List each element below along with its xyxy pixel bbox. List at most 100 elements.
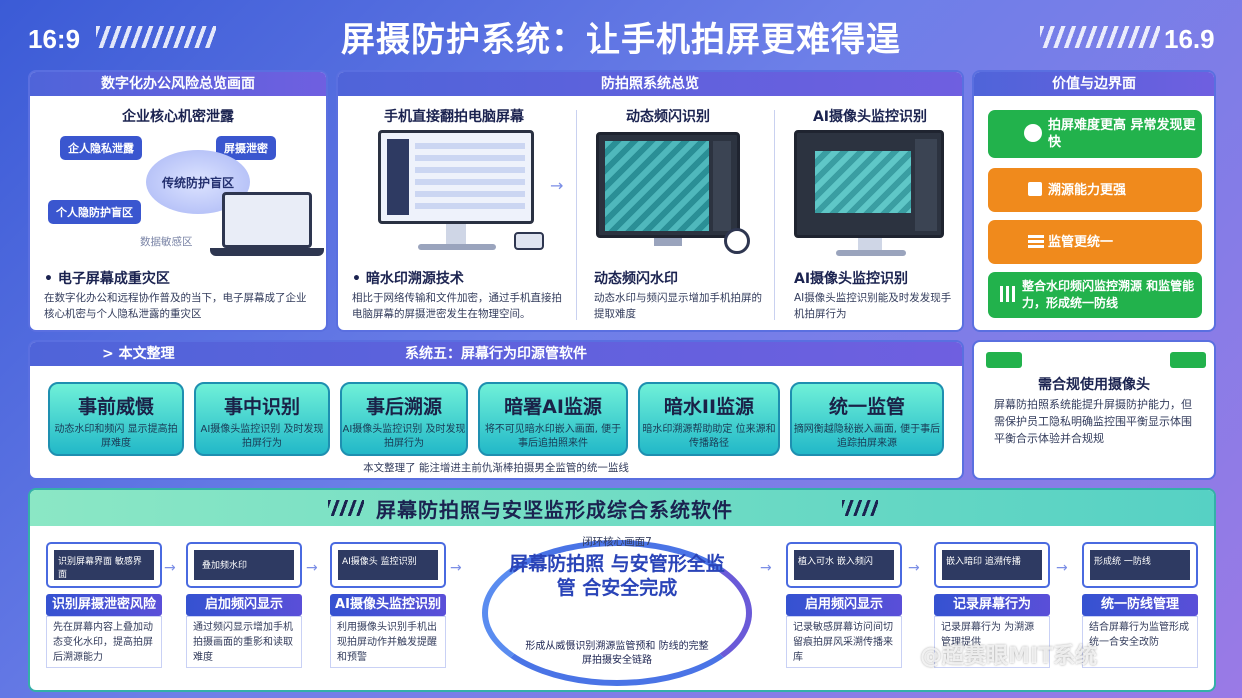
col-desc-1: 相比于网络传输和文件加密，通过手机直接拍电脑屏幕的屏摄泄密发生在物理空间。	[352, 292, 562, 320]
bubble-traditional-blind-zone: 传统防护盲区	[146, 150, 250, 214]
arrow-right-icon: →	[164, 560, 176, 576]
header-left-label: > 本文整理	[102, 346, 175, 362]
value-boundary-panel: 价值与边界面 拍屏难度更高 异常发现更快 溯源能力更强 监管更统一 整合水印频闪…	[972, 70, 1216, 332]
step-image-text: 叠加频水印	[194, 550, 294, 580]
card-title: 事中识别	[223, 396, 300, 418]
risk-overview-panel: 数字化办公风险总览画面 企业核心机密泄露 企人隐私泄露 屏摄泄密 个人隐防护盲区…	[28, 70, 328, 332]
step-image: 嵌入暗印 追溯传播	[934, 542, 1050, 588]
card-title: 暗署AI监源	[504, 396, 602, 418]
bottom-title: 屏幕防拍照与安坚监形成综合系统软件	[376, 498, 733, 522]
loop-center-text: 屏幕防拍照 与安管形全监管 合安全完成	[509, 553, 725, 599]
card-title: 统一监管	[828, 396, 905, 418]
step-ai-camera: AI摄像头 监控识别 AI摄像头监控识别 利用摄像头识别手机出现拍屏动作并触发提…	[330, 542, 446, 668]
step-desc: 利用摄像头识别手机出现拍屏动作并触发提醒和预警	[330, 616, 446, 668]
col-title-phone-capture: 手机直接翻拍电脑屏幕	[384, 109, 524, 125]
step-desc: 记录屏幕行为 为溯源管理提供	[934, 616, 1050, 668]
monitor-base-3	[836, 250, 906, 256]
shield-eye-icon	[1024, 124, 1042, 142]
step-image-text: 识别屏幕界面 敏感界面	[54, 550, 154, 580]
value-label: 拍屏难度更高 异常发现更快	[1048, 118, 1196, 150]
value-button-detection[interactable]: 拍屏难度更高 异常发现更快	[988, 110, 1202, 158]
card-desc: 暗水印溯源帮助助定 位来源和传播路径	[642, 424, 776, 449]
summary-panel: > 本文整理 系统五：屏幕行为印源管软件 事前威慑动态水印和频闪 显示提高拍屏难…	[28, 340, 964, 480]
chip-privacy-blind-zone: 个人隐防护盲区	[48, 200, 141, 224]
step-enable-strobe: 叠加频水印 启加频闪显示 通过频闪显示增加手机拍摄画面的重影和读取难度	[186, 542, 302, 668]
sensitive-zone-caption: 数据敏感区	[140, 236, 193, 248]
monitor-ai-camera	[794, 130, 944, 238]
title-slash-left-icon	[328, 500, 364, 516]
step-image: 识别屏幕界面 敏感界面	[46, 542, 162, 588]
monitor-dashboard	[378, 130, 534, 224]
card-title: 暗水II监源	[663, 396, 755, 418]
monitor-stand-3	[858, 238, 882, 252]
monitor-strobe-watermark	[596, 132, 740, 238]
panel-description: 在数字化办公和远程协作普及的当下，电子屏幕成了企业核心机密与个人隐私泄露的重灾区	[44, 292, 307, 320]
compliance-text: 屏幕防拍照系统能提升屏摄防护能力，但需保护员工隐私明确监控围平衡显示体围平衡合示…	[994, 398, 1192, 445]
trace-icon	[1028, 182, 1042, 196]
monitor-stand	[446, 224, 466, 246]
monitor-base-2	[654, 238, 682, 246]
monitor-base	[418, 244, 496, 250]
chip-personal-privacy: 企人隐私泄露	[60, 136, 142, 160]
card-unified-supervision: 统一监管摘网衡越隐秘嵌入画面, 便于事后追踪拍屏来源	[790, 382, 944, 456]
step-enable-strobe-2: 植入可水 嵌入频闪 启用频闪显示 记录敏感屏幕访问间切留痕拍屏风采溯传播来库	[786, 542, 902, 668]
loop-ring	[482, 540, 752, 686]
panel-header: 数字化办公风险总览画面	[30, 72, 326, 96]
step-label: 启加频闪显示	[186, 594, 302, 616]
step-label: AI摄像头监控识别	[330, 594, 446, 616]
step-record-behavior: 嵌入暗印 追溯传播 记录屏幕行为 记录屏幕行为 为溯源管理提供	[934, 542, 1050, 668]
loop-caption: 闭环核心画面7	[582, 536, 652, 548]
bullet-text: 电子屏幕成重灾区	[57, 271, 170, 287]
loop-center-note: 形成从威慑识别溯源监管预和 防线的完整屏拍摄安全链路	[525, 641, 709, 666]
aspect-ratio-left: 16:9	[28, 24, 81, 54]
column-divider	[774, 110, 775, 320]
page-header: 16:9 屏摄防护系统：让手机拍屏更难得逞 16.9	[0, 0, 1242, 68]
step-unified-defense: 形成统 一防线 统一防线管理 结合屏幕行为监管形成统一合安全改防	[1082, 542, 1198, 668]
card-watermark-source: 暗水II监源暗水印溯源帮助助定 位来源和传播路径	[638, 382, 780, 456]
card-ai-source: 暗署AI监源将不可见暗水印嵌入画面, 便于事后追拍照来件	[478, 382, 628, 456]
card-title: 事前威慑	[77, 396, 154, 418]
col-desc-3: AI摄像头监控识别能及时发发现手机拍屏行为	[794, 292, 952, 320]
step-desc: 记录敏感屏幕访问间切留痕拍屏风采溯传播来库	[786, 616, 902, 668]
phone-icon	[514, 232, 544, 250]
step-label: 记录屏幕行为	[934, 594, 1050, 616]
value-label: 监管更统一	[1048, 234, 1114, 250]
step-image: AI摄像头 监控识别	[330, 542, 446, 588]
card-desc: AI摄像头监控识别 及时发现拍屏行为	[342, 424, 466, 449]
step-image-text: 形成统 一防线	[1090, 550, 1190, 580]
grid-icon	[1000, 286, 1016, 302]
step-identify-risk: 识别屏幕界面 敏感界面 识别屏摄泄密风险 先在屏幕内容上叠加动态变化水印，提高拍…	[46, 542, 162, 668]
stack-icon	[1028, 234, 1044, 248]
compliance-panel: 需合规使用摄像头 屏幕防拍照系统能提升屏摄防护能力，但需保护员工隐私明确监控围平…	[972, 340, 1216, 480]
bullet-text-1: 暗水印溯源技术	[365, 271, 464, 287]
value-button-supervision[interactable]: 监管更统一	[988, 220, 1202, 264]
step-label: 识别屏摄泄密风险	[46, 594, 162, 616]
value-label: 溯源能力更强	[1048, 182, 1127, 198]
arrow-right-icon: →	[450, 560, 462, 576]
arrow-right-icon: →	[550, 176, 564, 195]
step-image-text: 嵌入暗印 追溯传播	[942, 550, 1042, 580]
column-divider	[576, 110, 577, 320]
value-button-trace[interactable]: 溯源能力更强	[988, 168, 1202, 212]
arrow-right-icon: →	[760, 560, 772, 576]
bullet-heading-2: 动态频闪水印	[594, 271, 678, 287]
col-desc-2: 动态水印与频闪显示增加手机拍屏的提取难度	[594, 292, 762, 320]
card-desc: 将不可见暗水印嵌入画面, 便于事后追拍照来件	[484, 424, 622, 449]
value-label: 整合水印频闪监控溯源 和监管能力，形成统一防线	[1022, 279, 1195, 310]
value-button-unified[interactable]: 整合水印频闪监控溯源 和监管能力，形成统一防线	[988, 272, 1202, 318]
bullet-heading-1: • 暗水印溯源技术	[352, 271, 464, 287]
arrow-right-icon: →	[908, 560, 920, 576]
camera-lens-icon	[724, 228, 750, 254]
laptop-icon	[222, 192, 312, 248]
decorative-stripes-left	[96, 26, 216, 48]
card-desc: 摘网衡越隐秘嵌入画面, 便于事后追踪拍屏来源	[793, 424, 941, 449]
aspect-ratio-right: 16.9	[1164, 24, 1215, 54]
panel-header: > 本文整理 系统五：屏幕行为印源管软件	[30, 342, 962, 366]
page-title: 屏摄防护系统：让手机拍屏更难得逞	[341, 20, 901, 60]
integrated-system-panel: 屏幕防拍照与安坚监形成综合系统软件 识别屏幕界面 敏感界面 识别屏摄泄密风险 先…	[28, 488, 1216, 692]
tag-left-icon	[986, 352, 1022, 368]
step-image-text: AI摄像头 监控识别	[338, 550, 438, 580]
panel-header: 防拍照系统总览	[338, 72, 962, 96]
